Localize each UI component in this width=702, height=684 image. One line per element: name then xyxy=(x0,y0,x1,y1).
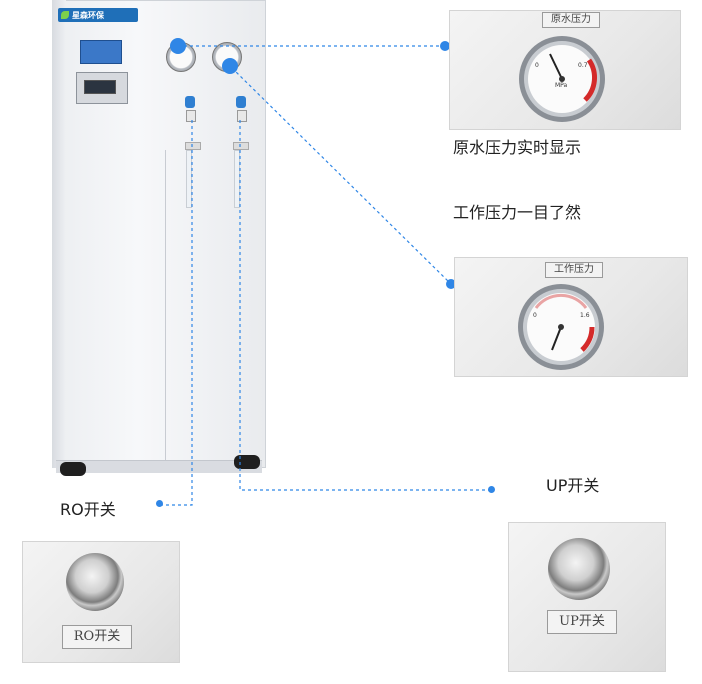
ro-switch-button xyxy=(66,553,124,611)
work-pressure-gauge xyxy=(518,284,604,370)
ro-switch-mini xyxy=(185,142,201,150)
up-switch-button xyxy=(548,538,610,600)
ro-switch-plate: RO开关 xyxy=(62,625,132,649)
connector-end-dot xyxy=(440,41,450,51)
gauge-unit: MPa xyxy=(555,82,568,89)
ro-outlet-nozzle xyxy=(186,110,196,122)
work-gauge-label-min: 0 xyxy=(533,312,537,319)
raw-gauge-label-min: 0 xyxy=(535,62,539,69)
connector-ro-switch xyxy=(162,120,193,506)
up-switch-plate: UP开关 xyxy=(547,610,617,634)
ro-tube xyxy=(186,150,192,208)
connector-end-dot xyxy=(488,486,495,493)
cabinet-side-edge xyxy=(52,0,66,468)
work-gauge-label-max: 1.6 xyxy=(580,312,590,319)
ro-outlet-valve xyxy=(185,96,195,108)
controller-display xyxy=(84,80,116,94)
brand-name: 星森环保 xyxy=(72,10,104,20)
leaf-icon xyxy=(61,11,69,19)
up-switch-title: UP开关 xyxy=(546,476,600,495)
caster-wheel-left xyxy=(60,462,86,476)
work-pressure-plate: 工作压力 xyxy=(545,262,603,278)
connector-end-dot xyxy=(156,500,163,507)
ro-switch-title: RO开关 xyxy=(60,500,116,519)
product-sticker xyxy=(80,40,122,64)
work-pressure-title: 工作压力一目了然 xyxy=(453,203,582,222)
raw-gauge-label-max: 0.7 xyxy=(578,62,588,69)
raw-gauge-marker-dot xyxy=(170,38,186,54)
up-outlet-valve xyxy=(236,96,246,108)
brand-logo: 星森环保 xyxy=(58,8,138,22)
up-switch-mini xyxy=(233,142,249,150)
raw-pressure-title: 原水压力实时显示 xyxy=(453,138,582,157)
up-tube xyxy=(234,150,240,208)
cabinet-door-seam xyxy=(165,150,166,460)
cabinet-base xyxy=(56,460,262,473)
connector-work-pressure xyxy=(231,67,451,284)
raw-pressure-plate: 原水压力 xyxy=(542,12,600,28)
connector-end-dot xyxy=(446,279,456,289)
up-outlet-nozzle xyxy=(237,110,247,122)
raw-pressure-gauge xyxy=(519,36,605,122)
